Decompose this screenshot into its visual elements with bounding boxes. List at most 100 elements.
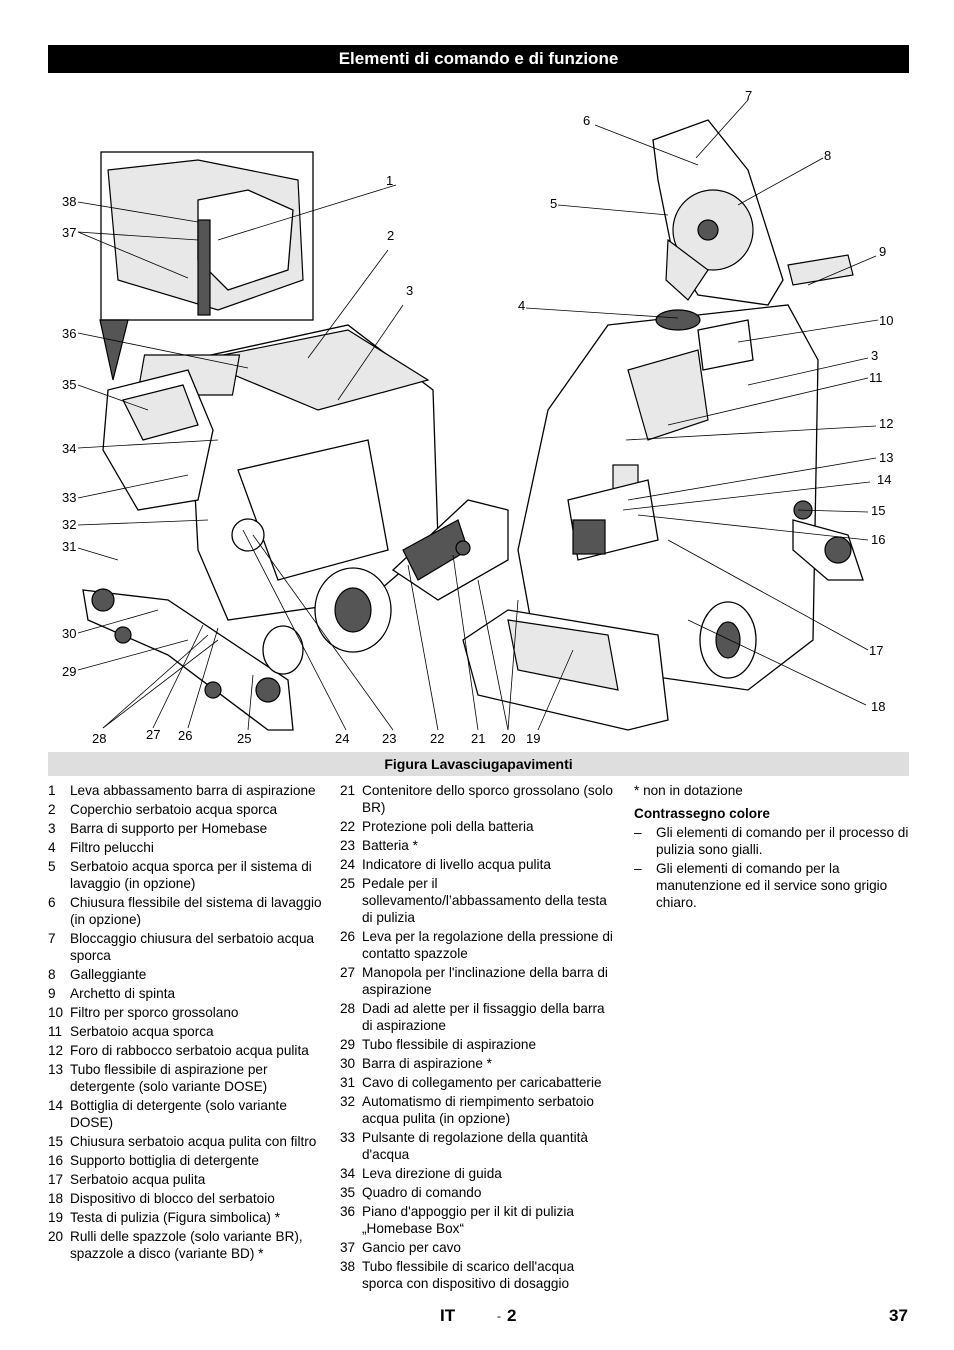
legend-text: Chiusura flessibile del sistema di lavag… xyxy=(70,895,322,927)
callout-19: 19 xyxy=(526,731,540,746)
legend-text: Foro di rabbocco serbatoio acqua pulita xyxy=(70,1043,309,1058)
callout-16: 16 xyxy=(871,532,885,547)
callout-12: 12 xyxy=(879,416,893,431)
color-heading: Contrassegno colore xyxy=(634,806,770,821)
legend-text: Filtro pelucchi xyxy=(70,840,154,855)
legend-number: 3 xyxy=(48,821,56,836)
left-machine-drawing xyxy=(82,151,509,731)
legend-number: 6 xyxy=(48,895,56,910)
callout-17: 17 xyxy=(869,643,883,658)
callout-34: 34 xyxy=(62,441,76,456)
callout-25: 25 xyxy=(237,731,251,746)
legend-number: 29 xyxy=(340,1037,356,1052)
callout-23: 23 xyxy=(382,731,396,746)
legend-number: 36 xyxy=(340,1204,356,1219)
legend-column-1: 1 Leva abbassamento barra di aspirazione 2… xyxy=(48,782,326,1264)
note-not-included: * non in dotazione xyxy=(634,783,743,798)
legend-text: Chiusura serbatoio acqua pulita con filt… xyxy=(70,1134,317,1149)
legend-number: 25 xyxy=(340,876,356,891)
legend-number: 1 xyxy=(48,783,56,798)
legend-number: 37 xyxy=(340,1240,356,1255)
legend-text: Dadi ad alette per il fissaggio della ba… xyxy=(362,1001,605,1033)
legend-number: 23 xyxy=(340,838,356,853)
legend-number: 33 xyxy=(340,1130,356,1145)
callout-18: 18 xyxy=(871,699,885,714)
legend-text: Pulsante di regolazione della quantità d… xyxy=(362,1130,588,1162)
legend-number: 34 xyxy=(340,1166,356,1181)
legend-item: 1 Leva abbassamento barra di aspirazione xyxy=(48,782,326,799)
legend-item: 3 Barra di supporto per Homebase xyxy=(48,820,326,837)
legend-number: 22 xyxy=(340,819,356,834)
legend-text: Contenitore dello sporco grossolano (sol… xyxy=(362,783,613,815)
legend-number: 17 xyxy=(48,1172,64,1187)
callout-37: 37 xyxy=(62,225,76,240)
legend-text: Tubo flessibile di aspirazione per deter… xyxy=(70,1062,268,1094)
legend-number: 16 xyxy=(48,1153,64,1168)
legend-text: Quadro di comando xyxy=(362,1185,482,1200)
legend-number: 32 xyxy=(340,1094,356,1109)
color-item: – Gli elementi di comando per il process… xyxy=(634,824,910,858)
callout-30: 30 xyxy=(62,626,76,641)
callout-38: 38 xyxy=(62,194,76,209)
legend-text: Pedale per il sollevamento/l’abbassament… xyxy=(362,876,607,925)
legend-text: Testa di pulizia (Figura simbolica) * xyxy=(70,1210,281,1225)
callout-27: 27 xyxy=(146,727,160,742)
callout-5: 5 xyxy=(550,196,557,211)
legend-number: 15 xyxy=(48,1134,64,1149)
callout-4: 4 xyxy=(518,298,525,313)
legend-number: 24 xyxy=(340,857,356,872)
legend-number: 31 xyxy=(340,1075,356,1090)
legend-text: Batteria * xyxy=(362,838,418,853)
legend-text: Coperchio serbatoio acqua sporca xyxy=(70,802,278,817)
callout-11: 11 xyxy=(869,370,883,385)
legend-text: Tubo flessibile di aspirazione xyxy=(362,1037,537,1052)
legend-item: 37 Gancio per cavo xyxy=(340,1239,618,1256)
figure-caption: Figura Lavasciugapavimenti xyxy=(48,752,909,776)
legend-text: Tubo flessibile di scarico dell'acqua sp… xyxy=(362,1259,575,1291)
dash: – xyxy=(634,825,642,840)
legend-text: Piano d'appoggio per il kit di pulizia „… xyxy=(362,1204,574,1236)
legend-number: 35 xyxy=(340,1185,356,1200)
callout-28: 28 xyxy=(92,731,106,746)
legend-item: 25 Pedale per il sollevamento/l’abbassame… xyxy=(340,875,618,926)
legend-item: 36 Piano d'appoggio per il kit di pulizia… xyxy=(340,1203,618,1237)
callout-8: 8 xyxy=(824,148,831,163)
legend-text: Manopola per l'inclinazione della barra … xyxy=(362,965,608,997)
legend-text: Archetto di spinta xyxy=(70,986,176,1001)
color-item: – Gli elementi di comando per la manuten… xyxy=(634,860,910,911)
legend-text: Leva abbassamento barra di aspirazione xyxy=(70,783,316,798)
callout-20: 20 xyxy=(501,731,515,746)
legend-text: Gancio per cavo xyxy=(362,1240,461,1255)
legend-number: 18 xyxy=(48,1191,64,1206)
callout-33: 33 xyxy=(62,490,76,505)
legend-text: Leva per la regolazione della pressione … xyxy=(362,929,613,961)
callout-35: 35 xyxy=(62,377,76,392)
legend-column-3: * non in dotazione Contrassegno colore –… xyxy=(634,782,910,913)
legend-item: 35 Quadro di comando xyxy=(340,1184,618,1201)
callout-1: 1 xyxy=(386,173,393,188)
legend-number: 30 xyxy=(340,1056,356,1071)
legend-item: 6 Chiusura flessibile del sistema di lava… xyxy=(48,894,326,928)
color-item-text: Gli elementi di comando per la manutenzi… xyxy=(656,861,888,910)
machine-illustration: 1 2 3 4 5 6 7 8 9 10 3 11 12 13 14 15 16… xyxy=(62,88,893,746)
right-machine-drawing xyxy=(462,119,864,731)
legend-text: Barra di supporto per Homebase xyxy=(70,821,268,836)
callout-32: 32 xyxy=(62,517,76,532)
legend-number: 13 xyxy=(48,1062,64,1077)
legend-text: Serbatoio acqua pulita xyxy=(70,1172,206,1187)
legend-text: Galleggiante xyxy=(70,967,147,982)
callout-36: 36 xyxy=(62,326,76,341)
legend-number: 12 xyxy=(48,1043,64,1058)
legend-text: Serbatoio acqua sporca xyxy=(70,1024,214,1039)
